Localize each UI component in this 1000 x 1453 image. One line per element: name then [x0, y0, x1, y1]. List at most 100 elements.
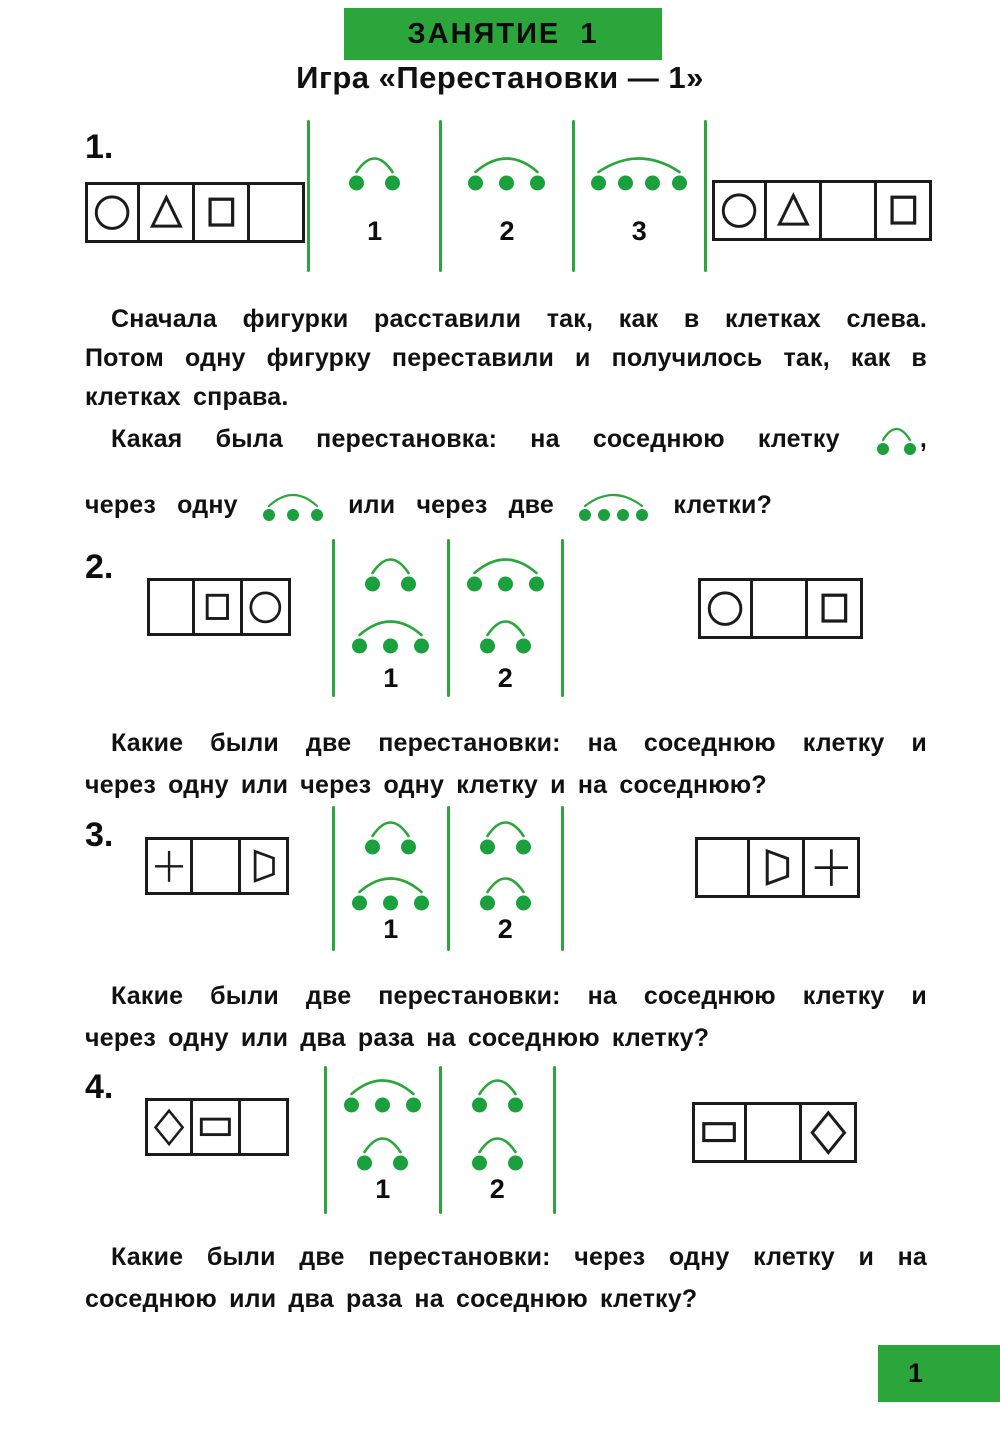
- plus-icon: [814, 849, 848, 886]
- option-number: 1: [383, 663, 399, 693]
- option-number: 1: [383, 914, 399, 944]
- cell-circle: [698, 578, 753, 639]
- cell-triangle: [140, 182, 195, 243]
- divider-line: [553, 1066, 556, 1214]
- text-segment: клетки?: [652, 491, 773, 519]
- option-1: 1: [335, 806, 447, 951]
- lesson-badge: ЗАНЯТИЕ 1: [344, 8, 662, 60]
- page-number-badge: 1: [878, 1345, 1000, 1402]
- rectangle-icon: [200, 1117, 231, 1136]
- square-icon: [205, 593, 230, 620]
- dots-arc-figure: [479, 877, 531, 911]
- move-figures: [346, 545, 435, 655]
- text-segment: ,: [919, 425, 927, 453]
- dots-arc-figure: [344, 1079, 422, 1113]
- cells-right: [712, 180, 932, 241]
- cell-triangle: [767, 180, 822, 241]
- move-figures: [346, 808, 435, 912]
- dots-arc-figure: [466, 558, 544, 592]
- dots-arc-figure: [352, 877, 430, 911]
- triangle-icon: [776, 192, 810, 226]
- option-2: 2: [442, 1066, 554, 1214]
- dots-arc-figure: [365, 821, 417, 855]
- circle-icon: [249, 591, 282, 623]
- text-line: через одну или два раза на соседнюю клет…: [85, 1024, 710, 1052]
- text-line: Сначала фигурки расставили так, как в кл…: [111, 305, 927, 333]
- option-number: 3: [631, 216, 647, 246]
- circle-icon: [95, 195, 130, 230]
- circle-icon: [722, 193, 757, 228]
- cells-right: [692, 1102, 857, 1163]
- cell-diamond: [145, 1098, 193, 1156]
- option-number: 2: [497, 914, 513, 944]
- dots-arc-figure: [365, 558, 417, 592]
- trapezoid-icon: [253, 849, 276, 883]
- move-figures: [462, 144, 551, 192]
- square-icon: [821, 593, 847, 623]
- text-line: Какая была перестановка: на соседнюю кле…: [85, 414, 927, 464]
- dots-arc-figure: [468, 157, 546, 191]
- option-2: 2: [450, 539, 562, 697]
- option-number: 2: [489, 1174, 505, 1204]
- cell-circle: [712, 180, 767, 241]
- move-figures: [338, 1066, 427, 1172]
- text-segment: или через две: [326, 491, 576, 519]
- exercise-number: 2.: [85, 548, 114, 586]
- cell-empty: [753, 578, 808, 639]
- divider-line: [571, 120, 575, 272]
- divider-line: [446, 539, 450, 697]
- cell-empty: [822, 180, 877, 241]
- cell-empty: [193, 837, 241, 895]
- cell-empty: [241, 1098, 289, 1156]
- cell-square: [808, 578, 863, 639]
- cells-right: [698, 578, 863, 639]
- cell-square: [877, 180, 932, 241]
- divider-line: [438, 1066, 442, 1214]
- option-1: 1: [327, 1066, 439, 1214]
- move-figures: [585, 144, 693, 192]
- cell-square: [195, 182, 250, 243]
- divider-line: [446, 806, 450, 951]
- diamond-icon: [153, 1108, 185, 1146]
- divider-line: [439, 120, 443, 272]
- dots-arc-figure: [471, 1079, 523, 1113]
- text-line: Какие были две перестановки: на соседнюю…: [111, 729, 927, 757]
- cell-plus: [145, 837, 193, 895]
- cells-left: [145, 837, 289, 895]
- plus-icon: [154, 850, 183, 882]
- option-1: 1: [310, 120, 439, 272]
- option-number: 1: [375, 1174, 391, 1204]
- text-line: Потом одну фигурку переставили и получил…: [85, 344, 927, 372]
- inline-dots-figure: [259, 491, 327, 521]
- dots-arc-figure: [349, 157, 401, 191]
- option-3: 3: [575, 120, 704, 272]
- question-paragraph-1: Какая была перестановка: на соседнюю кле…: [85, 414, 927, 530]
- cell-square: [195, 578, 243, 636]
- text-line: Какие были две перестановки: на соседнюю…: [111, 982, 927, 1010]
- inline-dots-figure: [873, 425, 920, 455]
- move-figures: [474, 808, 537, 912]
- circle-icon: [708, 591, 743, 626]
- cells-right: [695, 837, 860, 898]
- move-figures: [343, 144, 406, 192]
- cell-trapezoid: [241, 837, 289, 895]
- exercise-number: 3.: [85, 816, 114, 854]
- exercise-2: 2. 1 2: [0, 535, 1000, 720]
- cell-circle: [243, 578, 291, 636]
- cell-plus: [805, 837, 860, 898]
- option-1: 1: [335, 539, 447, 697]
- exercise-number: 4.: [85, 1068, 114, 1106]
- question-paragraph-3: Какие были две перестановки: на соседнюю…: [85, 975, 927, 1059]
- divider-line: [324, 1066, 327, 1214]
- cell-diamond: [802, 1102, 857, 1163]
- cell-circle: [85, 182, 140, 243]
- cells-left: [145, 1098, 289, 1156]
- diamond-icon: [809, 1110, 847, 1155]
- divider-line: [332, 539, 335, 697]
- option-2: 2: [442, 120, 571, 272]
- dots-arc-figure: [471, 1137, 523, 1171]
